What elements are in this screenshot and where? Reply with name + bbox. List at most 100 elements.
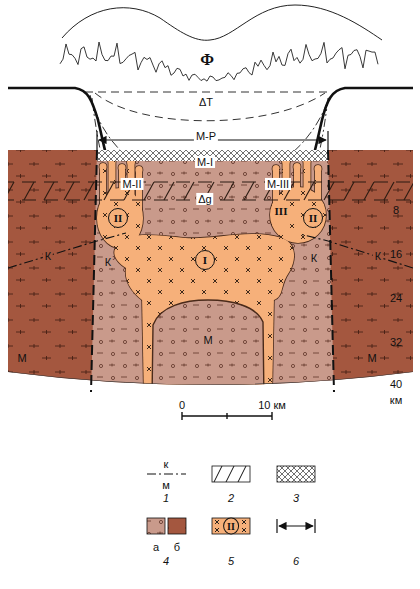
band-stroke — [4, 182, 14, 200]
figure-part — [96, 131, 97, 150]
label: 0 — [177, 399, 187, 411]
legend-number: 6 — [293, 555, 299, 567]
label: М — [15, 352, 28, 364]
legend-samples — [147, 466, 315, 534]
intrusion-edge — [135, 166, 142, 215]
legend-swatch — [212, 518, 250, 534]
baseline — [85, 92, 332, 93]
band-stroke — [184, 182, 194, 200]
delta-t-curve — [60, 42, 378, 81]
roman-number: I — [203, 255, 207, 266]
zone-boundaries — [91, 150, 334, 392]
band-stroke — [404, 182, 414, 200]
figure-part — [91, 150, 97, 392]
label: 24 — [390, 292, 402, 304]
label: 32 — [390, 336, 402, 348]
band-sample-strokes — [214, 466, 246, 482]
figure-part — [271, 412, 272, 420]
intrusion-edge — [293, 163, 300, 215]
label: км — [390, 394, 402, 406]
legend-number: 3 — [293, 492, 299, 504]
label: III — [273, 205, 290, 217]
label: 16 — [390, 248, 402, 260]
roman-number: II — [114, 213, 123, 224]
boundary-sample — [147, 473, 186, 474]
label: 40 — [390, 378, 402, 390]
intrusion-number: II — [108, 208, 128, 228]
band-stroke — [44, 182, 54, 200]
zone-crust — [91, 150, 334, 400]
crust-sample-b — [168, 518, 186, 534]
magnetic-curve — [62, 5, 382, 40]
intrusion-edge — [99, 163, 106, 215]
figure-part — [226, 413, 227, 419]
figure-part — [181, 412, 182, 420]
band-stroke — [24, 182, 34, 200]
cover-sample — [277, 466, 315, 482]
legend-number: 4 — [163, 555, 169, 567]
scale-bar — [182, 412, 272, 420]
mantle-dome — [152, 300, 264, 400]
cross-mark — [242, 528, 246, 532]
intrusion-part — [293, 163, 300, 215]
legend-number: 1 — [163, 492, 169, 504]
label: М — [201, 334, 214, 346]
label: М — [365, 352, 378, 364]
label: а — [153, 541, 159, 553]
intrusion-number: II — [303, 208, 323, 228]
mp-curve — [95, 93, 325, 121]
legend-swatches — [212, 518, 250, 534]
band-stroke — [224, 182, 234, 200]
band-stroke — [384, 182, 394, 200]
intrusion-edge — [114, 234, 294, 300]
section — [0, 150, 420, 410]
band-stroke — [304, 182, 314, 200]
label: ΔT — [197, 96, 215, 108]
cross-mark — [242, 520, 246, 524]
figure-part — [300, 234, 413, 268]
label: К — [373, 250, 383, 262]
label: Ф — [198, 51, 216, 69]
band-sample — [212, 466, 250, 482]
label: к — [164, 458, 169, 470]
band-stroke — [84, 182, 94, 200]
band-stroke — [364, 182, 374, 200]
intrusion-edge — [303, 156, 311, 215]
arrow-sample-tick — [314, 519, 315, 533]
label: М-Р — [194, 130, 218, 142]
arrow-sample-tick — [276, 519, 277, 533]
label: М-III — [265, 178, 291, 190]
section-bottom — [8, 372, 413, 385]
label: М-II — [121, 178, 144, 190]
intrusion-body — [97, 156, 326, 400]
band-stroke — [164, 182, 174, 200]
label: 10 км — [256, 399, 288, 411]
arrow-sample — [279, 525, 313, 526]
label: 8 — [393, 204, 399, 216]
label: К — [103, 256, 113, 268]
legend-number: 2 — [228, 492, 234, 504]
intrusion-part — [114, 234, 294, 300]
intrusion-outline — [97, 156, 326, 400]
band-stroke — [244, 182, 254, 200]
label: м — [162, 479, 170, 491]
band-stroke — [144, 182, 154, 200]
figure-part — [327, 131, 328, 150]
intrusion-number: I — [195, 250, 215, 270]
roman-number: II — [309, 213, 318, 224]
intrusion-part — [135, 166, 142, 215]
intrusion-part — [303, 156, 311, 215]
outer-crust — [0, 150, 420, 410]
label: II — [223, 518, 239, 535]
delta-t-line — [60, 42, 378, 81]
crust-sample-a — [147, 518, 165, 534]
band-stroke — [104, 182, 114, 200]
figure-part — [0, 182, 420, 183]
cross-mark — [215, 520, 219, 524]
intrusion-part — [99, 163, 106, 215]
legend-number: 5 — [228, 555, 234, 567]
label: Δg — [196, 193, 213, 205]
label: М-I — [195, 156, 215, 168]
